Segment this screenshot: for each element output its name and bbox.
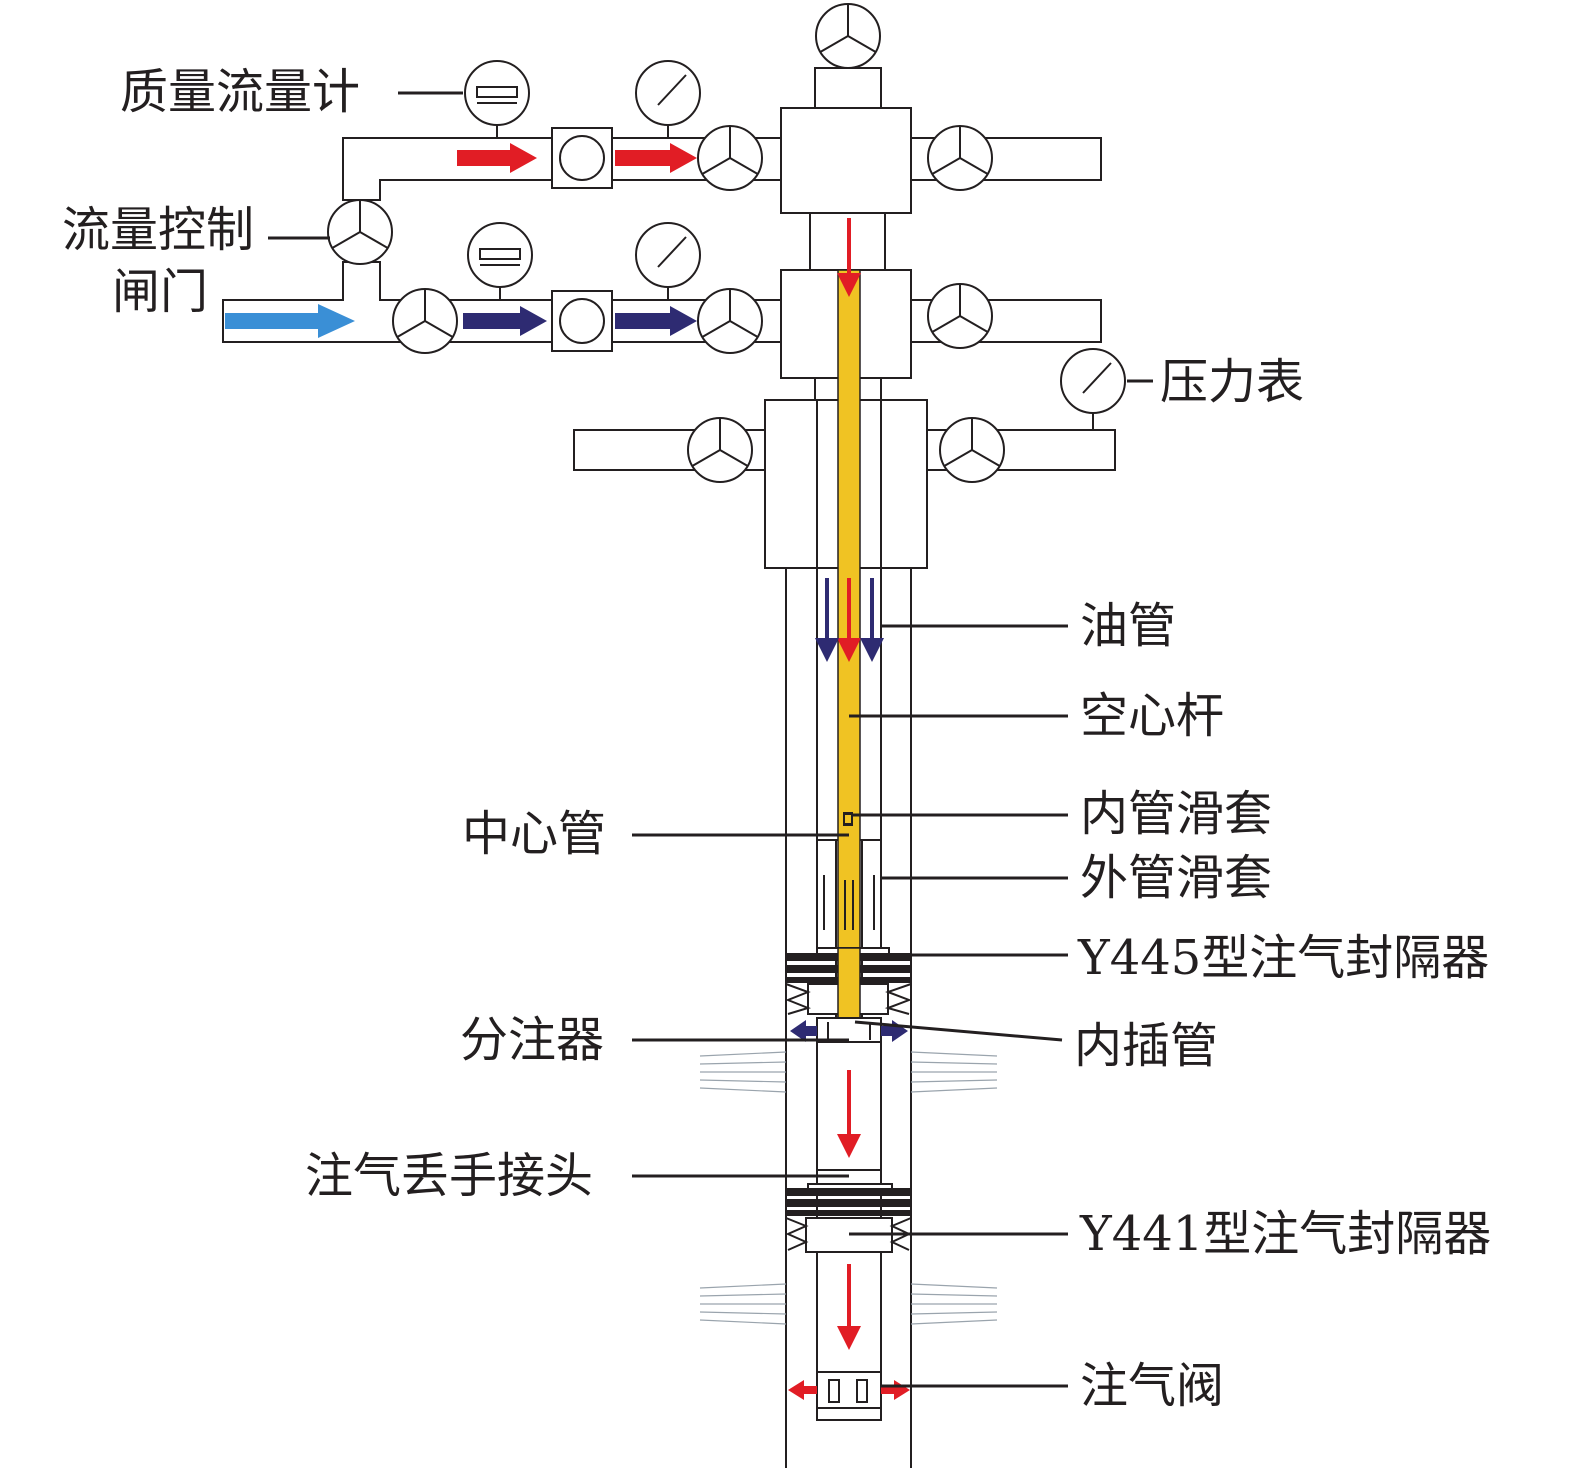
- formation-layer-1: [699, 1051, 998, 1093]
- label-mass-flow-meter: 质量流量计: [120, 64, 360, 120]
- upper-line-valve-icon: [697, 125, 763, 191]
- mass-flow-meter-lower-icon: [467, 222, 533, 288]
- casing-right-valve-icon: [939, 417, 1005, 483]
- casing-left-valve-icon: [687, 417, 753, 483]
- pressure-gauge-casing-icon: [1060, 348, 1126, 414]
- mass-flow-meter-icon: [464, 60, 530, 126]
- label-tubing: 油管: [1080, 598, 1176, 654]
- injection-valve: [788, 1371, 910, 1421]
- flow-control-gate-icon: [327, 199, 393, 265]
- label-injection-valve: 注气阀: [1080, 1358, 1224, 1414]
- upper-flow-arrow-1-icon: [457, 143, 537, 173]
- surface-flow-arrows: [225, 143, 697, 338]
- label-flow-control-gate-line1: 流量控制: [62, 202, 254, 258]
- surface-piping: [222, 67, 1116, 569]
- pressure-gauge-upper-icon: [635, 60, 701, 126]
- hollow-rod: [837, 269, 861, 1033]
- flow-regulator-upper-icon: [551, 127, 613, 189]
- pressure-gauge-lower-icon: [635, 222, 701, 288]
- flow-regulator-lower-icon: [551, 290, 613, 352]
- wellhead-top-valve-icon: [815, 3, 881, 69]
- upper-right-valve-icon: [927, 125, 993, 191]
- lower-line-valve-icon: [392, 288, 458, 354]
- label-distributor: 分注器: [460, 1012, 604, 1068]
- packer-y441: [785, 1183, 912, 1253]
- label-hollow-rod: 空心杆: [1080, 688, 1224, 744]
- lower-flow-arrow-1-icon: [463, 306, 547, 336]
- lower-line-valve-2-icon: [697, 288, 763, 354]
- packer-y445: [785, 947, 912, 1019]
- label-safety-joint: 注气丢手接头: [305, 1148, 593, 1204]
- inlet-flow-arrow-icon: [225, 304, 355, 338]
- upper-flow-arrow-2-icon: [615, 143, 697, 173]
- distributor: [790, 1017, 908, 1043]
- label-flow-control-gate-line2: 闸门: [112, 264, 208, 320]
- leader-lines: [268, 91, 1153, 1388]
- downhole-flow-arrows: [815, 218, 884, 1350]
- label-inner-sleeve: 内管滑套: [1080, 786, 1272, 842]
- lower-right-valve-icon: [927, 283, 993, 349]
- label-packer-y445: Y445型注气封隔器: [1077, 930, 1489, 986]
- label-packer-y441: Y441型注气封隔器: [1079, 1206, 1491, 1262]
- label-outer-sleeve: 外管滑套: [1080, 850, 1272, 906]
- formation-layer-2: [699, 1283, 998, 1325]
- label-pressure-gauge: 压力表: [1160, 354, 1304, 410]
- label-center-pipe: 中心管: [462, 806, 606, 862]
- label-inner-insert-pipe: 内插管: [1074, 1018, 1218, 1074]
- lower-flow-arrow-2-icon: [615, 306, 697, 336]
